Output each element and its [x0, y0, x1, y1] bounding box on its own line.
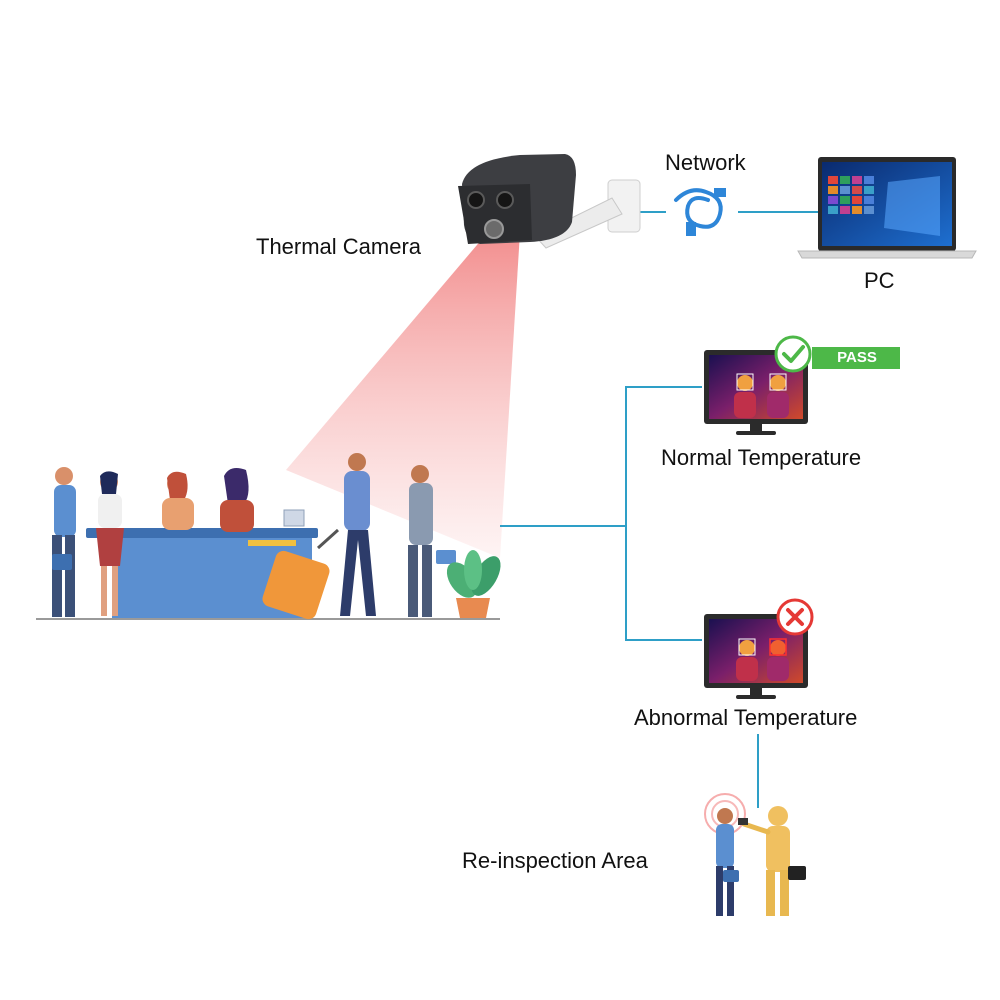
windows-logo: [884, 176, 940, 236]
camera-lens-right: [496, 191, 514, 209]
counter-monitor: [283, 509, 305, 527]
counter-star-strip: [248, 540, 296, 546]
camera-lens-main: [484, 219, 504, 239]
people-icon: [162, 468, 254, 532]
reception-scene: [36, 453, 501, 620]
people-icon: [716, 808, 739, 916]
normal-temperature-label: Normal Temperature: [661, 445, 862, 470]
plant-icon: [446, 550, 501, 618]
people-icon: [52, 467, 76, 617]
people-icon: [738, 806, 806, 916]
branch-line: [625, 386, 702, 641]
laptop-base: [797, 250, 977, 259]
normal-monitor-neck: [750, 424, 762, 431]
abnormal-monitor-neck: [750, 688, 762, 695]
ethernet-cable-icon: [674, 188, 726, 236]
monitor-icon: [704, 614, 808, 699]
abnormal-monitor-foot: [736, 695, 776, 699]
thermal-camera-icon: [458, 154, 641, 249]
normal-monitor-foot: [736, 431, 776, 435]
camera-beam: [286, 232, 520, 558]
suitcase: [262, 550, 330, 620]
pc-label: PC: [864, 268, 895, 293]
camera-lens-left: [467, 191, 485, 209]
people-icon: [262, 453, 376, 620]
people-icon: [408, 465, 456, 617]
thermometer-gun: [738, 818, 748, 825]
laptop-icon: [797, 157, 977, 259]
laptop-tiles: [828, 176, 874, 214]
connector-lines: [500, 211, 818, 808]
abnormal-temperature-label: Abnormal Temperature: [634, 705, 858, 730]
thermal-camera-label: Thermal Camera: [256, 234, 422, 259]
people-icon: [96, 471, 124, 616]
checkmark-icon: [774, 335, 812, 373]
reinspection-scene: [704, 793, 806, 916]
pass-badge-label: PASS: [837, 349, 877, 366]
reinspection-area-label: Re-inspection Area: [462, 848, 648, 873]
reception-counter-top: [86, 528, 318, 538]
pass-badge: [812, 347, 900, 369]
x-mark-icon: [776, 598, 814, 636]
monitor-icon: [704, 350, 808, 435]
network-label: Network: [665, 150, 746, 175]
